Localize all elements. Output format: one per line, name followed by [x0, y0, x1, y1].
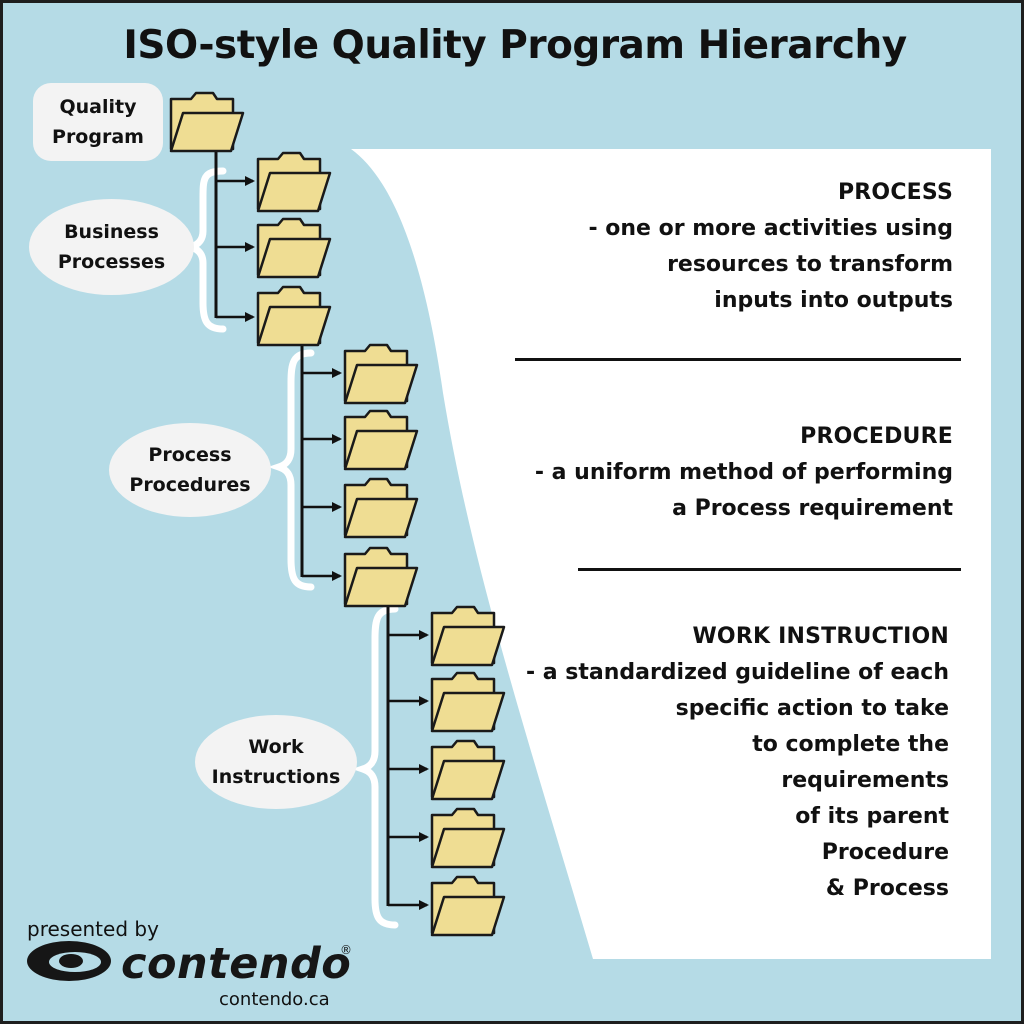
- folder-icon-procedure-4[interactable]: [343, 546, 419, 608]
- folder-icon-business-2[interactable]: [256, 217, 332, 279]
- label-quality-line-2: Program: [52, 126, 144, 148]
- definition-process-heading: PROCESS: [837, 180, 953, 205]
- label-work-instructions: Work Instructions: [195, 715, 357, 809]
- folder-icon-work-5[interactable]: [430, 875, 506, 937]
- folder-icon-business-1[interactable]: [256, 151, 332, 213]
- folder-icon-procedure-3[interactable]: [343, 477, 419, 539]
- label-quality-line-1: Quality: [59, 96, 137, 118]
- contendo-logo-icon: [27, 941, 111, 981]
- folder-icon-procedure-1[interactable]: [343, 343, 419, 405]
- diagram-title: ISO-style Quality Program Hierarchy: [123, 23, 907, 68]
- label-work-line-1: Work: [248, 736, 304, 758]
- presented-by-text: presented by: [27, 917, 159, 941]
- definition-procedure-heading: PROCEDURE: [800, 424, 953, 449]
- definition-work-line: of its parent: [795, 804, 949, 829]
- divider: [515, 358, 961, 361]
- definition-work-line: requirements: [781, 768, 949, 793]
- registered-mark: ®: [340, 943, 352, 957]
- label-business-processes: Business Processes: [29, 199, 194, 295]
- definition-work-line: to complete the: [752, 732, 949, 757]
- definition-process-line: inputs into outputs: [714, 288, 953, 313]
- folder-icon-business-3[interactable]: [256, 285, 332, 347]
- definition-procedure-line: a Process requirement: [672, 496, 953, 521]
- definition-work-line: & Process: [825, 876, 949, 901]
- definition-work-instruction: WORK INSTRUCTION - a standardized guidel…: [526, 619, 949, 907]
- folder-icon-procedure-2[interactable]: [343, 409, 419, 471]
- label-quality-program: Quality Program: [33, 83, 163, 161]
- folder-icon-work-4[interactable]: [430, 807, 506, 869]
- label-work-line-2: Instructions: [211, 766, 341, 788]
- folder-icon-work-3[interactable]: [430, 739, 506, 801]
- label-business-line-1: Business: [64, 221, 159, 243]
- definition-process: PROCESS - one or more activities using r…: [588, 175, 953, 319]
- definition-procedure-line: - a uniform method of performing: [534, 460, 953, 485]
- definition-work-line: specific action to take: [675, 696, 949, 721]
- folder-icon-work-2[interactable]: [430, 671, 506, 733]
- label-procedures-line-1: Process: [148, 444, 232, 466]
- definition-process-line: resources to transform: [667, 252, 953, 277]
- website-link[interactable]: contendo.ca: [219, 989, 330, 1010]
- divider: [578, 568, 961, 571]
- label-process-procedures: Process Procedures: [109, 423, 271, 517]
- definition-work-heading: WORK INSTRUCTION: [692, 624, 949, 649]
- label-business-line-2: Processes: [57, 251, 166, 273]
- folder-icon-work-1[interactable]: [430, 605, 506, 667]
- definition-work-line: - a standardized guideline of each: [525, 660, 949, 685]
- definition-work-line: Procedure: [821, 840, 949, 865]
- brand-name: contendo: [121, 939, 352, 989]
- folder-icon-root[interactable]: [169, 91, 245, 153]
- brace-business: [179, 167, 227, 333]
- definition-procedure: PROCEDURE - a uniform method of performi…: [535, 419, 953, 527]
- brace-work: [351, 605, 399, 929]
- folder-tree: [169, 91, 506, 937]
- brace-procedures: [267, 349, 315, 591]
- label-procedures-line-2: Procedures: [129, 474, 251, 496]
- definition-process-line: - one or more activities using: [588, 216, 953, 241]
- definition-panel: [351, 149, 991, 959]
